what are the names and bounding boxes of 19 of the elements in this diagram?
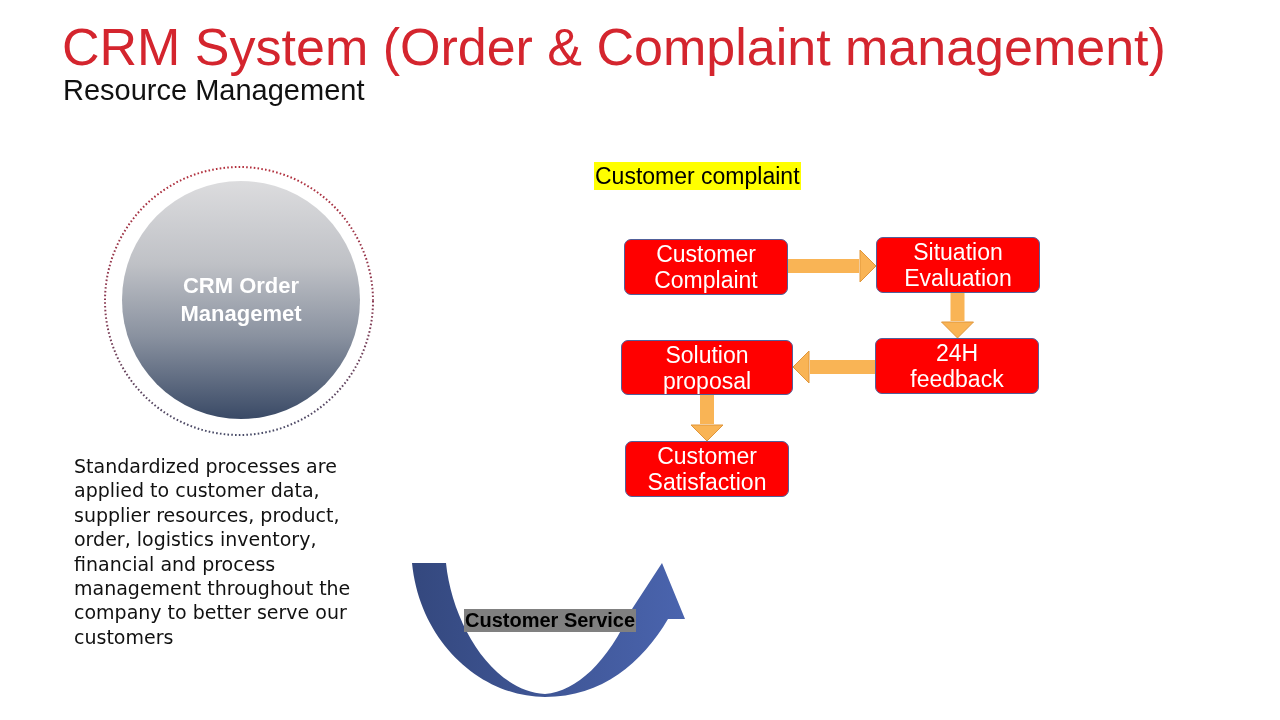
process-box (625, 441, 789, 497)
step-label: Customer Complaint (653, 241, 759, 293)
process-box (875, 338, 1039, 394)
description-text: Standardized processes are applied to customer data, supplier resources, product, order, logistics inventory, financial and process management throughout the company to better serve our customers (74, 454, 352, 650)
circle-label: CRM Order Managemet (179, 272, 303, 328)
title: CRM System (Order & Complaint management) (62, 17, 1166, 77)
step-label: Solution proposal (661, 341, 753, 394)
block-arrow (690, 395, 724, 442)
step-label: Customer Satisfaction (646, 443, 768, 495)
step-label: 24H feedback (909, 340, 1005, 392)
process-box (624, 239, 788, 295)
block-arrow (792, 350, 875, 384)
section-heading: Customer complaint (594, 162, 801, 190)
process-box (621, 340, 793, 395)
arrow-label: Customer Service (464, 609, 637, 632)
process-box (876, 237, 1040, 293)
block-arrow (941, 293, 974, 339)
block-arrow (788, 249, 877, 283)
step-label: Situation Evaluation (903, 239, 1013, 291)
